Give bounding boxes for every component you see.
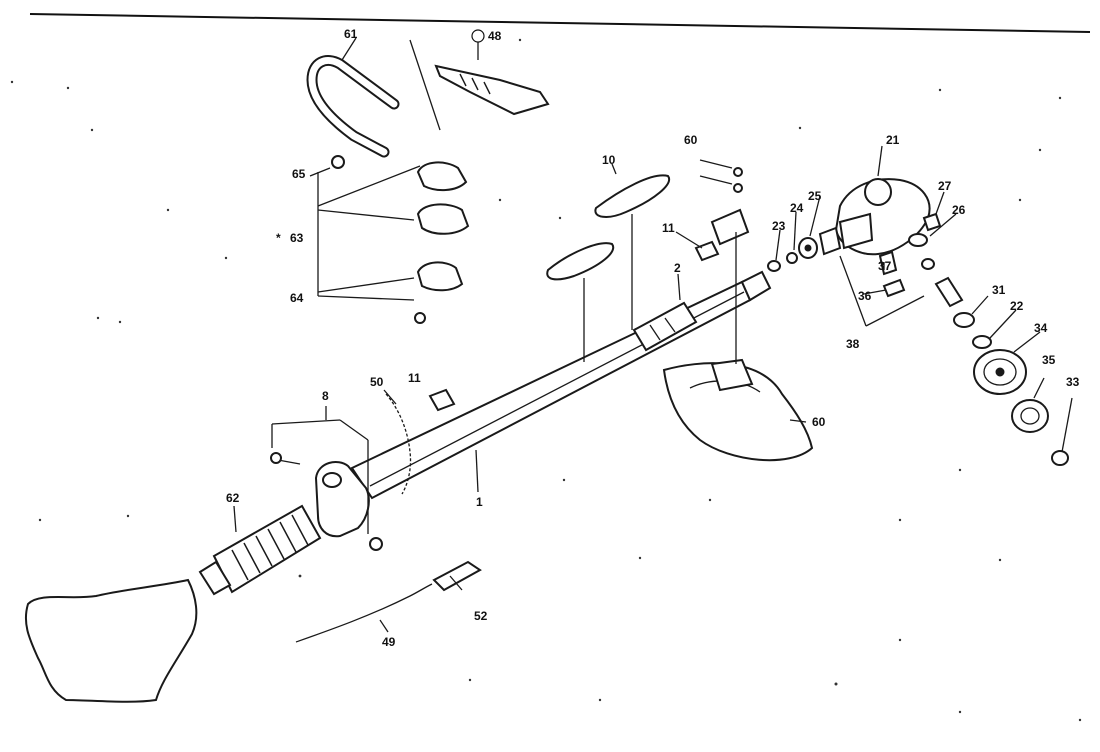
callout-52: 52 bbox=[474, 609, 488, 623]
handle-grip bbox=[434, 64, 550, 116]
shaft-coupling bbox=[632, 301, 698, 352]
throttle-trigger bbox=[432, 560, 482, 592]
washer-38 bbox=[921, 258, 935, 270]
callout-23: 23 bbox=[772, 219, 786, 233]
top-border-line bbox=[29, 13, 1091, 33]
callout-25: 25 bbox=[808, 189, 822, 203]
callout-63: 63 bbox=[290, 231, 304, 245]
callout-31: 31 bbox=[992, 283, 1006, 297]
callout-1: 1 bbox=[476, 495, 483, 509]
callout-24: 24 bbox=[790, 201, 804, 215]
head-bolt-26 bbox=[908, 233, 928, 247]
chain-cable bbox=[385, 393, 412, 495]
callout-64: 64 bbox=[290, 291, 304, 305]
shaft-tip bbox=[740, 270, 772, 302]
callout-50: 50 bbox=[370, 375, 384, 389]
cover-plate bbox=[1011, 399, 1049, 433]
nut-33 bbox=[1051, 450, 1069, 466]
callout-8: 8 bbox=[322, 389, 329, 403]
throttle-cable bbox=[295, 583, 433, 643]
spacer-clamp-lower bbox=[428, 388, 456, 412]
callout-labels: 61 48 10 60 21 27 25 24 23 26 11 2 37 36… bbox=[226, 27, 1080, 649]
callout-36: 36 bbox=[858, 289, 872, 303]
scan-speckles bbox=[10, 38, 1082, 722]
head-cap-27 bbox=[922, 212, 942, 232]
gear-head bbox=[834, 178, 931, 256]
callout-2: 2 bbox=[674, 261, 681, 275]
callout-27: 27 bbox=[938, 179, 952, 193]
callout-34: 34 bbox=[1034, 321, 1048, 335]
callout-48-circle bbox=[471, 29, 485, 43]
callout-49: 49 bbox=[382, 635, 396, 649]
callout-62: 62 bbox=[226, 491, 240, 505]
callout-60-top: 60 bbox=[684, 133, 698, 147]
washer-24 bbox=[786, 252, 798, 264]
grip-handle bbox=[198, 504, 322, 596]
callout-48: 48 bbox=[488, 29, 502, 43]
callout-22: 22 bbox=[1010, 299, 1024, 313]
callout-65: 65 bbox=[292, 167, 306, 181]
washer-23 bbox=[767, 260, 781, 272]
callout-33: 33 bbox=[1066, 375, 1080, 389]
handle-bar bbox=[306, 39, 441, 158]
bearing-25-center bbox=[804, 244, 812, 252]
handle-clamps bbox=[331, 155, 470, 324]
washer-22 bbox=[972, 335, 992, 349]
callout-10: 10 bbox=[602, 153, 616, 167]
pinion-gear bbox=[818, 226, 842, 256]
callout-38: 38 bbox=[846, 337, 860, 351]
callout-21: 21 bbox=[886, 133, 900, 147]
collar-31 bbox=[953, 312, 975, 328]
clamp-leader-lines bbox=[309, 165, 421, 301]
callout-61: 61 bbox=[344, 27, 358, 41]
strap-pads bbox=[546, 174, 671, 362]
shaft-bracket bbox=[270, 452, 383, 551]
blade-holder bbox=[973, 349, 1027, 395]
spindle-36 bbox=[882, 278, 906, 298]
guard-bracket bbox=[710, 167, 750, 364]
callout-11-upper: 11 bbox=[662, 221, 675, 235]
callout-60-guard: 60 bbox=[812, 415, 826, 429]
spindle-bolt bbox=[934, 276, 964, 308]
callout-11-lower: 11 bbox=[408, 371, 421, 385]
callout-26: 26 bbox=[952, 203, 966, 217]
engine-housing bbox=[24, 578, 198, 703]
callout-35: 35 bbox=[1042, 353, 1056, 367]
spacer-clamp-upper bbox=[694, 240, 720, 262]
debris-guard bbox=[662, 358, 814, 462]
callout-63-marker: * bbox=[276, 231, 281, 245]
callout-37: 37 bbox=[878, 259, 892, 273]
leader-lines bbox=[233, 37, 1073, 633]
